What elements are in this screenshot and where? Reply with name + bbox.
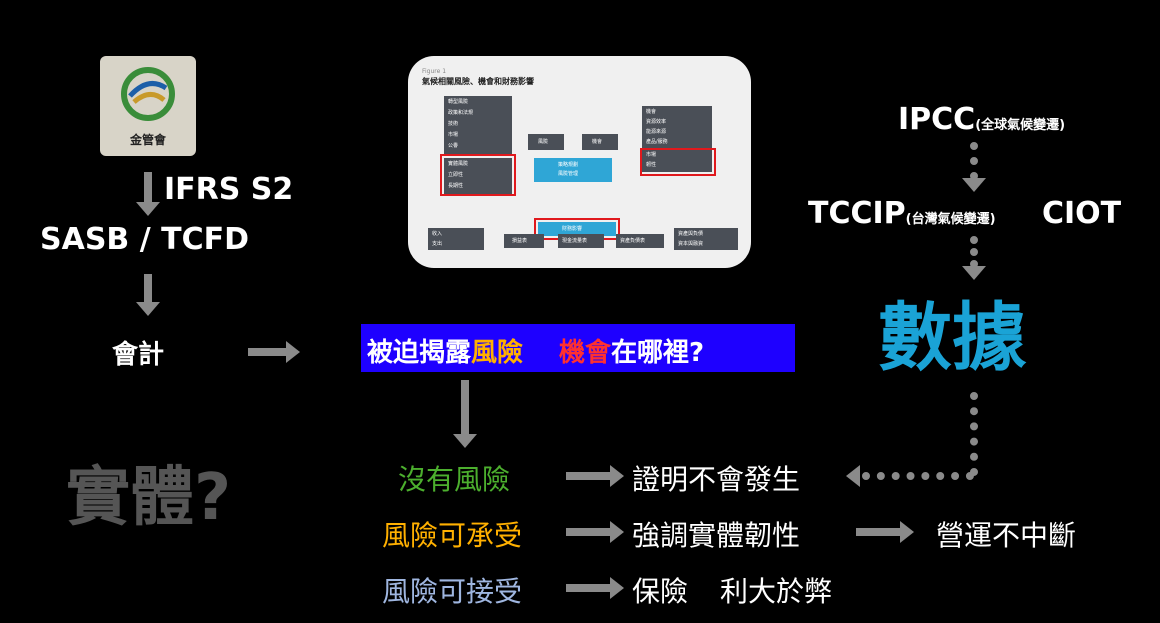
fsc-logo: 金管會 <box>100 56 196 156</box>
disclosure-banner: 被迫揭露風險 機會在哪裡? <box>361 324 795 372</box>
opportunity-box <box>642 106 712 172</box>
balance-item: 資本與融資 <box>678 241 704 247</box>
arrow-no-risk-head <box>610 465 624 487</box>
risk-box <box>528 134 564 150</box>
income-item: 收入 <box>432 231 443 237</box>
dotted-arrow-tccip <box>970 236 986 268</box>
acceptable-label: 風險可接受 <box>382 575 523 608</box>
benefit-label: 利大於弊 <box>720 575 833 608</box>
arrow-down-banner-head <box>453 434 477 448</box>
ipcc-label: IPCC(全球氣候變遷) <box>898 102 1065 137</box>
arrow-bearable <box>566 528 612 536</box>
tccip-sub: (台灣氣候變遷) <box>905 212 996 227</box>
opportunity-item: 產品/服務 <box>646 139 668 145</box>
statement-label: 損益表 <box>512 238 528 244</box>
ifrs-label: IFRS S2 <box>164 172 294 207</box>
dotted-path-vertical <box>970 392 978 476</box>
ciot-label: CIOT <box>1042 196 1122 231</box>
pl-box <box>504 234 544 248</box>
statement-label: 現金流量表 <box>562 238 588 244</box>
financial-impact-label: 財務影響 <box>562 226 583 232</box>
sasb-tcfd-label: SASB / TCFD <box>40 222 250 257</box>
chance-box <box>582 134 618 150</box>
arrow-bearable-head <box>610 521 624 543</box>
opportunity-item: 市場 <box>646 152 657 158</box>
figure-title: 氣候相關風險、機會和財務影響 <box>422 77 534 86</box>
arrow-right-accounting <box>248 348 286 356</box>
continuity-label: 營運不中斷 <box>936 519 1077 552</box>
strategy-item: 策略規劃 <box>558 162 579 168</box>
transition-risk-box <box>444 96 512 154</box>
tcfd-figure: Figure 1 氣候相關風險、機會和財務影響 轉型風險 政策和法規 技術 市場… <box>408 56 751 268</box>
dotted-arrow-tccip-head <box>962 266 986 280</box>
arrow-resilience-head <box>900 521 914 543</box>
risk-label: 風險 <box>538 139 549 145</box>
arrow-down-2-head <box>136 302 160 316</box>
arrow-no-risk <box>566 472 612 480</box>
no-risk-label: 沒有風險 <box>398 463 511 496</box>
insurance-label: 保險 <box>632 575 689 608</box>
strategy-item: 風險管理 <box>558 171 579 177</box>
transition-risk-item: 公譽 <box>448 143 459 149</box>
income-item: 支出 <box>432 241 443 247</box>
resilience-label: 強調實體韌性 <box>632 519 801 552</box>
accounting-label: 會計 <box>112 340 165 370</box>
statement-label: 資產負債表 <box>620 238 646 244</box>
transition-risk-title: 轉型風險 <box>448 99 469 105</box>
opportunity-item: 能源來源 <box>646 129 667 135</box>
arrow-down-1-head <box>136 202 160 216</box>
banner-part-chance: 機會 <box>559 338 612 368</box>
banner-part-where: 在哪裡? <box>611 338 705 368</box>
arrow-acceptable-head <box>610 577 624 599</box>
opportunity-item: 韌性 <box>646 162 657 168</box>
arrow-down-2 <box>144 274 152 302</box>
transition-risk-item: 政策和法規 <box>448 110 474 116</box>
chance-label: 機會 <box>592 139 603 145</box>
physical-risk-item: 長期性 <box>448 183 464 189</box>
physical-risk-item: 立即性 <box>448 172 464 178</box>
arrow-resilience <box>856 528 902 536</box>
arrow-right-accounting-head <box>286 341 300 363</box>
ipcc-sub: (全球氣候變遷) <box>975 118 1066 133</box>
income-box <box>428 228 484 250</box>
transition-risk-item: 市場 <box>448 132 459 138</box>
entity-question: 實體? <box>66 461 232 535</box>
banner-text: 被迫揭露風險 機會在哪裡? <box>367 332 704 369</box>
financial-impact-box <box>538 222 616 236</box>
balance-item: 資產與負債 <box>678 231 704 237</box>
tccip-label: TCCIP(台灣氣候變遷) <box>808 196 996 231</box>
figure-label: Figure 1 <box>422 68 447 75</box>
opportunity-item: 資源效率 <box>646 119 667 125</box>
transition-risk-item: 技術 <box>448 121 459 127</box>
arrow-down-1 <box>144 172 152 202</box>
physical-risk-title: 實體風險 <box>448 161 469 167</box>
opportunity-highlight <box>640 148 716 176</box>
dotted-path-head <box>846 465 860 487</box>
arrow-acceptable <box>566 584 612 592</box>
arrow-down-banner <box>461 380 469 434</box>
logo-caption: 金管會 <box>129 133 166 147</box>
ipcc-text: IPCC <box>898 102 976 137</box>
physical-risk-highlight <box>440 154 516 196</box>
data-label: 數據 <box>878 295 1026 381</box>
banner-part-forced: 被迫揭露 <box>367 338 472 368</box>
physical-risk-box <box>444 158 512 194</box>
banner-part-risk: 風險 <box>471 338 524 368</box>
opportunity-title: 機會 <box>646 109 657 115</box>
strategy-box <box>534 158 612 182</box>
dotted-path-horizontal <box>862 472 974 480</box>
dotted-arrow-ipcc <box>970 142 986 180</box>
bs-box <box>616 234 664 248</box>
prove-label: 證明不會發生 <box>632 463 801 496</box>
tccip-text: TCCIP <box>808 196 906 231</box>
balance-box <box>674 228 738 250</box>
dotted-arrow-ipcc-head <box>962 178 986 192</box>
bearable-label: 風險可承受 <box>382 519 523 552</box>
cashflow-box <box>558 234 604 248</box>
fsc-emblem-icon <box>121 67 175 121</box>
